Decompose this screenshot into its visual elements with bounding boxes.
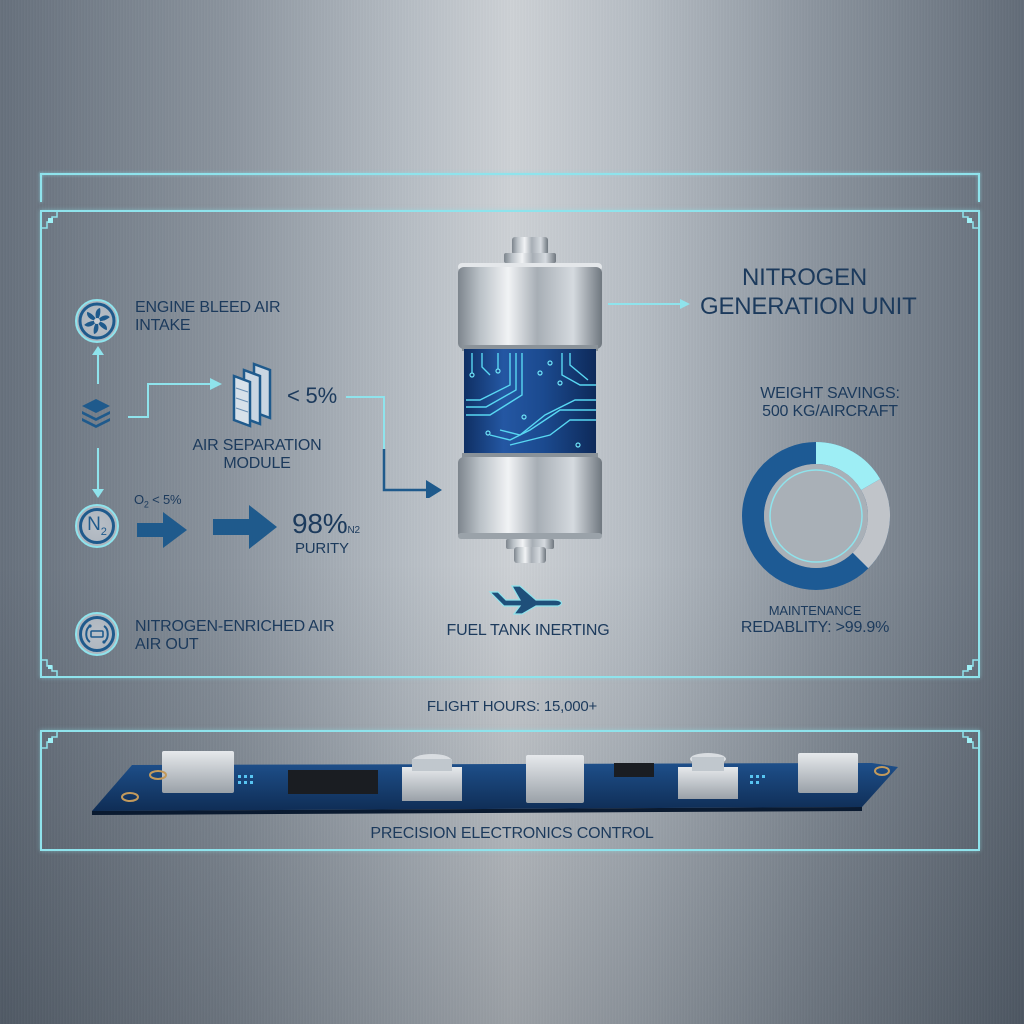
flight-hours-label: FLIGHT HOURS: 15,000+ [426, 698, 598, 715]
purity-label: PURITY [295, 540, 349, 557]
corner-ornament-br [962, 659, 978, 676]
page-title: NITROGEN GENERATION UNIT [700, 264, 917, 320]
arrow-to-canister [346, 396, 442, 498]
corner-ornament-electronics-tr [962, 732, 978, 749]
corner-ornament-tl [42, 212, 58, 229]
corner-ornament-bl [42, 659, 58, 676]
circuit-board-image [92, 751, 898, 815]
top-bracket-left [40, 173, 42, 202]
filter-module-icon [232, 362, 272, 428]
recycle-flow-icon [75, 612, 119, 656]
nitrogen-canister-image [458, 237, 602, 563]
nitrogen-enriched-air-label: NITROGEN-ENRICHED AIR AIR OUT [135, 618, 335, 654]
separation-percent: < 5% [287, 383, 337, 408]
engine-bleed-air-label: ENGINE BLEED AIR INTAKE [135, 299, 281, 335]
flow-arrow-2 [213, 505, 277, 549]
corner-ornament-tr [962, 212, 978, 229]
oxygen-level-label: O2 < 5% [134, 492, 182, 510]
arrow-up-to-intake [92, 346, 104, 384]
weight-savings-label: WEIGHT SAVINGS: 500 KG/AIRCRAFT [760, 385, 900, 421]
electronics-panel-frame [40, 730, 980, 851]
layers-icon [82, 399, 110, 428]
top-bracket-right [978, 173, 980, 202]
air-separation-module-label: AIR SEPARATION MODULE [192, 437, 322, 473]
corner-ornament-electronics-tl [42, 732, 58, 749]
top-bracket-line [40, 173, 980, 175]
maintenance-reliability-label: MAINTENANCE REDABLITY: >99.9% [740, 603, 890, 636]
purity-value: 98%N2 [292, 508, 360, 539]
arrow-to-title [608, 299, 690, 309]
nitrogen-icon: N2 [75, 504, 119, 548]
main-panel-frame [40, 210, 980, 678]
airplane-icon [488, 585, 563, 615]
reliability-donut-chart [742, 441, 890, 590]
arrow-to-separation-module [128, 378, 222, 418]
arrow-down-to-nitrogen [92, 448, 104, 498]
flow-arrow-1 [137, 512, 187, 548]
fan-icon [75, 299, 119, 343]
fuel-tank-inerting-label: FUEL TANK INERTING [446, 622, 610, 639]
precision-electronics-label: PRECISION ELECTRONICS CONTROL [370, 825, 654, 842]
